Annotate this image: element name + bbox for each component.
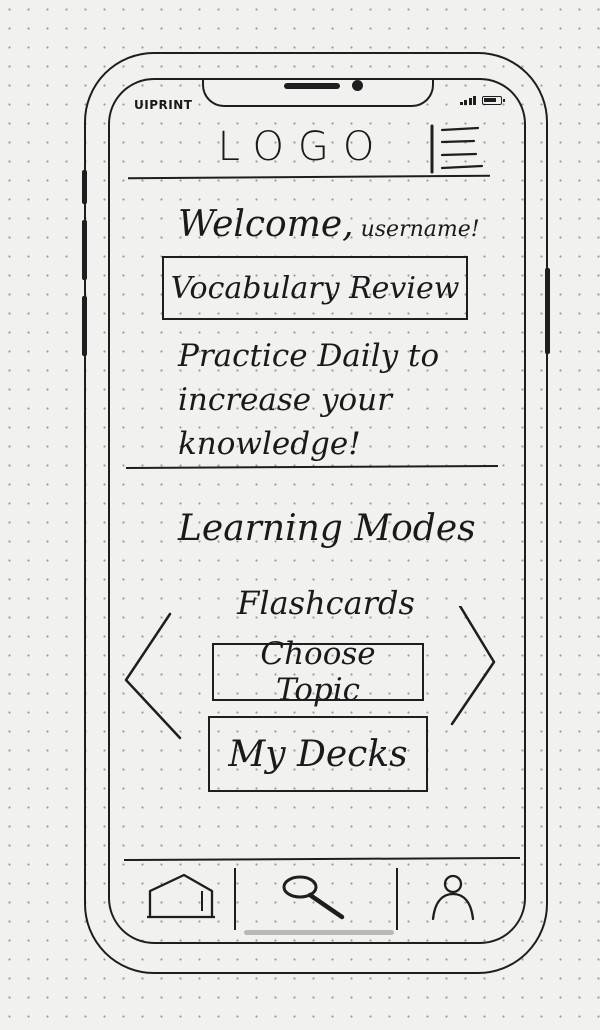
signal-icon (459, 96, 476, 105)
status-icons (459, 96, 505, 105)
side-button-left-1 (82, 170, 87, 204)
chevron-left-icon[interactable] (118, 606, 182, 746)
side-button-right (545, 268, 550, 354)
tab-home[interactable] (130, 864, 232, 930)
side-button-left-2 (82, 220, 87, 280)
tab-bar-divider (123, 856, 521, 862)
learning-modes-title: Learning Modes (178, 508, 476, 549)
welcome-text: Welcome, (178, 204, 354, 245)
tab-search[interactable] (236, 864, 394, 930)
vocabulary-review-button[interactable]: Vocabulary Review (162, 256, 468, 320)
chevron-right-icon[interactable] (446, 604, 510, 746)
camera (352, 80, 363, 91)
battery-icon (482, 96, 505, 105)
home-indicator (244, 930, 394, 935)
phone-screen: UIPRINT LOGO Welcome, username! Vocabula… (108, 78, 526, 944)
logo: LOGO (217, 124, 389, 170)
speaker (284, 83, 340, 89)
username: username! (353, 217, 480, 242)
practice-message: Practice Daily to increase your knowledg… (178, 338, 440, 462)
profile-icon (431, 874, 475, 921)
brand-label: UIPRINT (134, 98, 193, 112)
notch (202, 80, 434, 107)
tab-divider (234, 868, 236, 930)
header-divider (127, 174, 491, 180)
welcome-greeting: Welcome, username! (178, 204, 480, 245)
tab-divider (396, 868, 398, 930)
my-decks-button[interactable]: My Decks (208, 716, 428, 792)
search-icon (282, 875, 345, 920)
home-icon (147, 873, 215, 919)
phone-frame (84, 52, 548, 974)
side-button-left-3 (82, 296, 87, 356)
mode-name: Flashcards (237, 584, 415, 622)
tab-profile[interactable] (398, 864, 508, 930)
choose-topic-button[interactable]: Choose Topic (212, 636, 424, 708)
menu-icon[interactable] (428, 124, 486, 176)
